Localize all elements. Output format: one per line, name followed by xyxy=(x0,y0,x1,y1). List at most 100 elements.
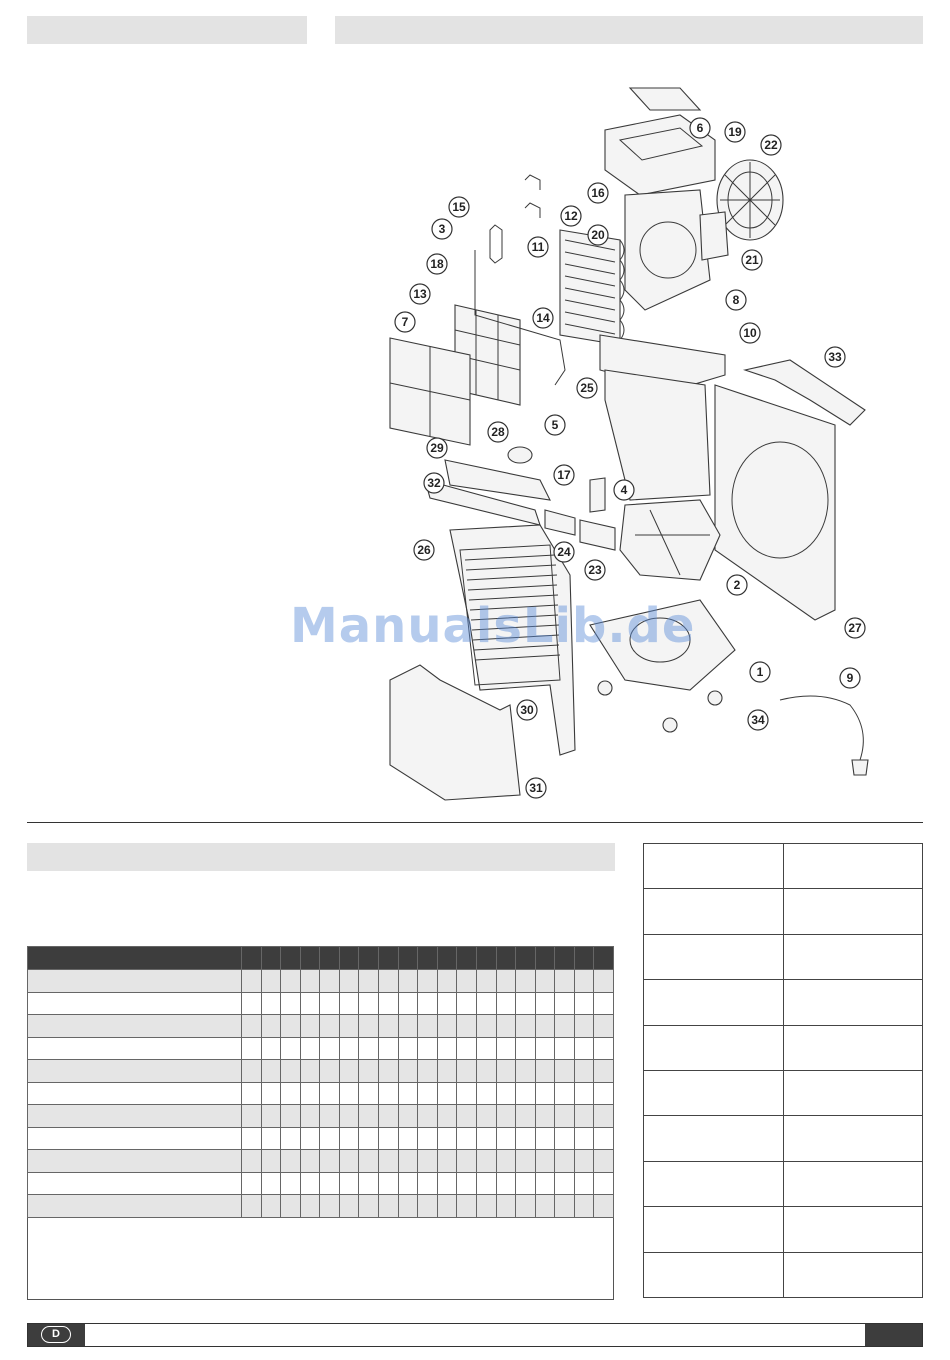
grid-cell xyxy=(436,991,458,1015)
grid-cell xyxy=(573,1171,595,1195)
grid-header-cell xyxy=(358,946,380,970)
grid-header-cell xyxy=(27,946,242,970)
grid-cell xyxy=(397,1194,419,1218)
svg-text:17: 17 xyxy=(557,468,571,482)
callout-25: 25 xyxy=(576,377,598,399)
grid-cell xyxy=(515,1036,536,1060)
grid-header-cell xyxy=(260,946,282,970)
grid-header-cell xyxy=(280,946,301,970)
grid-header-cell xyxy=(495,946,517,970)
grid-cell xyxy=(299,1014,321,1038)
grid-cell xyxy=(554,991,575,1015)
grid-row xyxy=(27,1126,614,1150)
grid-cell xyxy=(378,1036,399,1060)
grid-cell xyxy=(260,969,282,993)
grid-row xyxy=(27,1081,614,1105)
svg-text:22: 22 xyxy=(764,138,778,152)
grid-cell xyxy=(534,1194,556,1218)
svg-text:1: 1 xyxy=(757,665,764,679)
grid-cell xyxy=(554,1126,575,1150)
parts-cell xyxy=(782,1206,923,1253)
grid-cell xyxy=(338,1126,360,1150)
grid-cell xyxy=(241,969,262,993)
grid-cell xyxy=(534,969,556,993)
grid-cell xyxy=(319,1149,340,1173)
grid-cell xyxy=(280,1126,301,1150)
grid-cell xyxy=(27,1036,242,1060)
grid-cell xyxy=(554,1014,575,1038)
grid-cell xyxy=(573,1036,595,1060)
parts-row xyxy=(643,1069,923,1117)
grid-cell xyxy=(241,1171,262,1195)
grid-cell xyxy=(495,991,517,1015)
grid-cell xyxy=(475,1194,497,1218)
grid-cell xyxy=(299,1059,321,1083)
svg-text:9: 9 xyxy=(847,671,854,685)
grid-header-cell xyxy=(338,946,360,970)
grid-row xyxy=(27,1104,614,1128)
grid-cell xyxy=(299,1126,321,1150)
grid-header-row xyxy=(27,946,614,970)
callout-5: 5 xyxy=(544,414,566,436)
grid-cell xyxy=(593,991,614,1015)
parts-cell xyxy=(643,1024,784,1071)
parts-cell xyxy=(643,1069,784,1117)
grid-cell xyxy=(280,1059,301,1083)
grid-cell xyxy=(515,1171,536,1195)
grid-cell xyxy=(27,1126,242,1150)
grid-cell xyxy=(397,1104,419,1128)
grid-cell xyxy=(417,1171,438,1195)
svg-text:27: 27 xyxy=(848,621,862,635)
svg-text:4: 4 xyxy=(621,483,628,497)
callout-14: 14 xyxy=(532,307,554,329)
grid-header-cell xyxy=(378,946,399,970)
grid-cell xyxy=(475,1104,497,1128)
grid-cell xyxy=(260,1014,282,1038)
part-caster xyxy=(597,680,613,696)
parts-cell xyxy=(782,979,923,1026)
grid-cell xyxy=(27,1194,242,1218)
parts-cell xyxy=(643,979,784,1026)
grid-cell xyxy=(515,1126,536,1150)
grid-cell xyxy=(27,991,242,1015)
grid-row xyxy=(27,969,614,993)
grid-cell xyxy=(299,1171,321,1195)
grid-cell xyxy=(358,1149,380,1173)
svg-text:29: 29 xyxy=(430,441,444,455)
grid-cell xyxy=(260,991,282,1015)
grid-cell xyxy=(417,991,438,1015)
grid-cell xyxy=(338,1171,360,1195)
header-bar-right xyxy=(335,16,923,44)
grid-cell xyxy=(417,1014,438,1038)
svg-text:5: 5 xyxy=(552,418,559,432)
grid-cell xyxy=(358,1104,380,1128)
parts-row xyxy=(643,842,923,890)
grid-cell xyxy=(280,1194,301,1218)
footer-left-block: D xyxy=(28,1324,85,1346)
grid-cell xyxy=(260,1149,282,1173)
grid-cell xyxy=(397,1171,419,1195)
grid-cell xyxy=(260,1081,282,1105)
grid-cell xyxy=(534,1171,556,1195)
grid-cell xyxy=(554,969,575,993)
grid-cell xyxy=(436,1194,458,1218)
grid-cell xyxy=(534,1081,556,1105)
grid-cell xyxy=(554,1104,575,1128)
grid-cell xyxy=(280,1171,301,1195)
svg-text:28: 28 xyxy=(491,425,505,439)
grid-cell xyxy=(436,1081,458,1105)
grid-cell xyxy=(573,1149,595,1173)
grid-cell xyxy=(378,991,399,1015)
grid-cell xyxy=(397,1036,419,1060)
grid-cell xyxy=(319,969,340,993)
grid-cell xyxy=(534,1104,556,1128)
grid-cell xyxy=(319,1194,340,1218)
grid-cell xyxy=(593,1194,614,1218)
part-capacitor xyxy=(589,477,606,513)
callout-24: 24 xyxy=(553,541,575,563)
grid-cell xyxy=(358,1014,380,1038)
grid-row xyxy=(27,1194,614,1218)
grid-row xyxy=(27,991,614,1015)
grid-cell xyxy=(241,991,262,1015)
grid-cell xyxy=(495,1014,517,1038)
